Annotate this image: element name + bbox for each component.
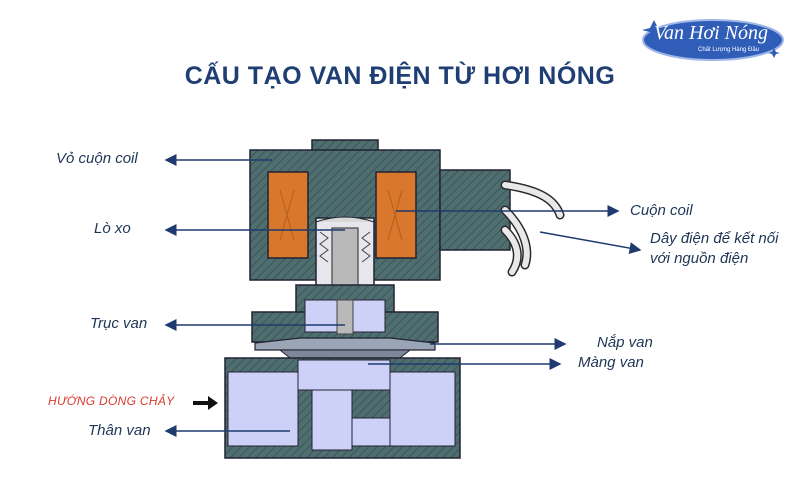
- logo-text: Van Hơi Nóng: [654, 22, 769, 44]
- star-icon: [642, 20, 666, 40]
- label-wire-line1: Dây điện để kết nối: [650, 230, 779, 247]
- star-icon: [768, 48, 780, 58]
- label-body: Thân van: [88, 422, 151, 439]
- label-coil-housing: Vỏ cuộn coil: [56, 150, 138, 167]
- flow-arrow-icon: [193, 396, 218, 410]
- label-flow-direction: HƯỚNG DÒNG CHẢY: [48, 394, 175, 408]
- label-wire-line2: với nguồn điện: [650, 250, 749, 267]
- spring: [319, 231, 371, 263]
- logo-tagline: Chất Lượng Hàng Đầu: [698, 47, 759, 53]
- valve-body: [224, 357, 461, 459]
- valve-stem: [336, 299, 354, 335]
- brand-logo: Van Hơi Nóng Chất Lượng Hàng Đầu: [640, 14, 786, 66]
- valve-cover: [251, 284, 439, 343]
- label-coil: Cuộn coil: [630, 202, 693, 219]
- label-spring: Lò xo: [94, 220, 131, 237]
- label-cover: Nắp van: [597, 334, 653, 351]
- logo-badge: [642, 19, 784, 61]
- page-title: CẤU TẠO VAN ĐIỆN TỪ HƠI NÓNG: [184, 62, 616, 90]
- leader-lines: [164, 154, 642, 437]
- label-stem: Trục van: [90, 315, 148, 332]
- wires: [500, 180, 565, 277]
- coil-windings: [267, 171, 417, 259]
- diaphragm: [254, 337, 436, 359]
- label-diaphragm: Màng van: [578, 354, 644, 371]
